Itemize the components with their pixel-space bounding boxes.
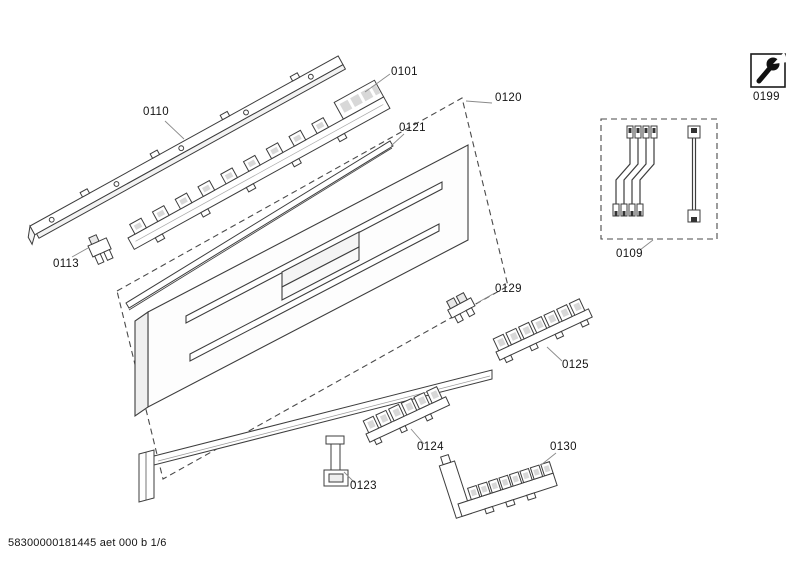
part-drawing-control-strip <box>127 79 391 251</box>
service-info-box <box>750 52 788 88</box>
part-drawing-support-rail <box>27 55 347 246</box>
single-cable <box>687 125 701 223</box>
document-number: 58300000181445 aet 000 b 1/6 <box>8 537 167 549</box>
assembly-boundary-dashed-outline <box>116 97 509 480</box>
part-label-0109: 0109 <box>616 248 643 260</box>
part-label-0124: 0124 <box>417 441 444 453</box>
part-label-0123: 0123 <box>350 480 377 492</box>
part-drawing-clip-rail-0125 <box>492 298 593 364</box>
part-drawing-hinge-bracket <box>323 435 349 487</box>
wrench-icon <box>756 52 788 84</box>
callout-leader-lines <box>71 73 654 484</box>
part-drawing-cable-set <box>600 118 718 240</box>
part-drawing-corner-clip <box>445 291 476 324</box>
part-drawing-end-bracket <box>87 234 114 266</box>
part-label-0121: 0121 <box>399 122 426 134</box>
wire-harness <box>612 125 658 217</box>
part-label-0199: 0199 <box>753 91 780 103</box>
part-label-0110: 0110 <box>143 106 169 118</box>
part-drawing-bottom-rail <box>138 369 493 503</box>
part-label-0113: 0113 <box>53 258 79 270</box>
part-label-0120: 0120 <box>495 92 522 104</box>
part-drawing-door-panel <box>134 144 469 418</box>
part-drawing-clip-rail-0130 <box>438 453 558 519</box>
part-drawing-clip-rail-0124 <box>362 386 451 446</box>
part-label-0101: 0101 <box>391 66 418 78</box>
part-label-0129: 0129 <box>495 283 522 295</box>
part-label-0130: 0130 <box>550 441 577 453</box>
part-drawing-trim-strip <box>125 140 394 311</box>
part-label-0125: 0125 <box>562 359 589 371</box>
